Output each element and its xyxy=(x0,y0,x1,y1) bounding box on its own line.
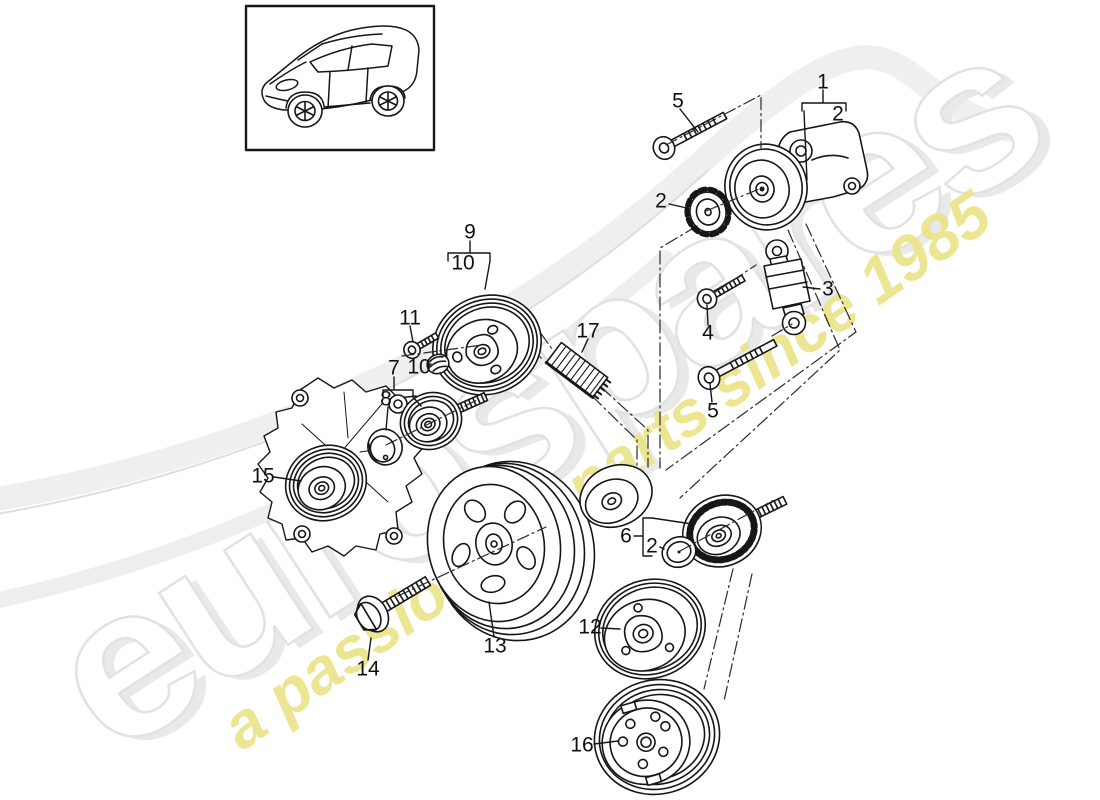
washer-2-upper xyxy=(684,186,732,238)
vehicle-thumbnail[interactable] xyxy=(244,4,436,152)
bolt-14 xyxy=(353,575,432,633)
washer-2-lower xyxy=(661,535,697,569)
centerlines xyxy=(385,94,793,597)
compressor-clutch-16 xyxy=(593,678,721,796)
part-label-13[interactable]: 13 xyxy=(483,634,507,658)
alternator xyxy=(257,377,427,557)
pulley-12 xyxy=(593,578,707,680)
part-label-9[interactable]: 9 xyxy=(464,220,476,244)
part-label-12[interactable]: 12 xyxy=(578,615,602,639)
tensioner-damper-3 xyxy=(763,239,811,336)
part-label-2a[interactable]: 2 xyxy=(832,102,844,126)
part-label-5b[interactable]: 5 xyxy=(707,399,719,423)
part-label-16[interactable]: 16 xyxy=(570,733,594,757)
swoosh-upper xyxy=(0,45,1022,511)
belt-tensioner xyxy=(724,120,869,231)
bolt-5-lower xyxy=(697,338,778,391)
watermark-brand: eurospares xyxy=(6,0,1078,798)
alternator-pulley xyxy=(284,444,368,522)
part-label-10b[interactable]: 10 xyxy=(407,355,431,379)
part-label-2b[interactable]: 2 xyxy=(655,189,667,213)
bolt-11 xyxy=(403,332,440,360)
part-label-5a[interactable]: 5 xyxy=(672,89,684,113)
vehicle-wheels xyxy=(287,85,405,128)
part-label-6[interactable]: 6 xyxy=(620,524,632,548)
bolt-4 xyxy=(696,274,746,310)
idler-pulley-7 xyxy=(399,391,463,451)
diagram-layer xyxy=(244,4,869,796)
part-label-15[interactable]: 15 xyxy=(251,464,275,488)
part-label-8[interactable]: 8 xyxy=(380,387,392,411)
part-label-7[interactable]: 7 xyxy=(388,356,400,380)
part-label-11[interactable]: 11 xyxy=(399,306,421,330)
part-label-17[interactable]: 17 xyxy=(576,319,600,343)
part-label-2c[interactable]: 2 xyxy=(646,534,658,558)
part-label-3[interactable]: 3 xyxy=(822,277,834,301)
leader-lines xyxy=(273,89,847,745)
part-label-4[interactable]: 4 xyxy=(702,321,714,345)
part-label-10a[interactable]: 10 xyxy=(451,251,475,275)
flat-idler-pulley xyxy=(579,463,653,529)
crank-pulley xyxy=(426,460,596,642)
water-pump-pulley xyxy=(432,294,542,396)
cap-nut-10 xyxy=(426,353,450,375)
part-label-14[interactable]: 14 xyxy=(356,657,380,681)
watermark-brand-group: eurospares eurospares xyxy=(5,0,1089,800)
belt-segment-17 xyxy=(544,341,612,400)
part-label-1[interactable]: 1 xyxy=(817,70,829,94)
cap-8 xyxy=(367,428,403,466)
